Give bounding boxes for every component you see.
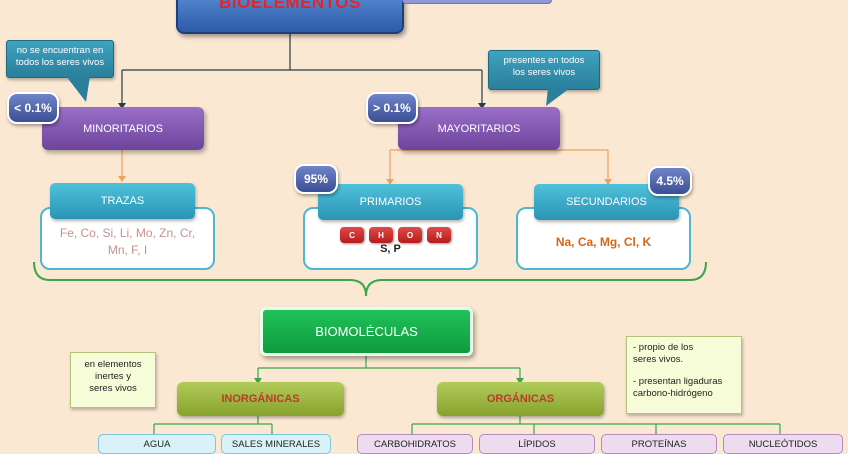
minor-percent-badge: < 0.1% <box>7 92 59 124</box>
inorganicas-note: en elementos inertes y seres vivos <box>70 352 156 408</box>
primarios-extra: S, P <box>380 243 401 255</box>
element-chip-o: O <box>398 227 422 243</box>
secondary-percent-badge: 4.5% <box>648 166 692 196</box>
secundarios-label: SECUNDARIOS <box>566 196 647 208</box>
callout-tail <box>546 88 570 106</box>
agua-label: AGUA <box>143 439 171 450</box>
element-chip-h: H <box>369 227 393 243</box>
sales-minerales-box: SALES MINERALES <box>221 434 331 454</box>
carbohidratos-box: CARBOHIDRATOS <box>357 434 473 454</box>
carbohidratos-label: CARBOHIDRATOS <box>374 439 456 450</box>
inorganicas-box: INORGÁNICAS <box>177 382 344 416</box>
note-line: seres vivos <box>89 383 137 394</box>
callout-line: todos los seres vivos <box>15 57 105 68</box>
nucleotidos-label: NUCLEÓTIDOS <box>748 439 818 450</box>
lipidos-box: LÍPIDOS <box>479 434 595 454</box>
callout-mayoritarios: presentes en todos los seres vivos <box>488 50 600 90</box>
proteinas-label: PROTEÍNAS <box>631 439 687 450</box>
organicas-note: - propio de los seres vivos. - presentan… <box>626 336 742 414</box>
note-line: carbono-hidrógeno <box>633 388 713 399</box>
lipidos-label: LÍPIDOS <box>518 439 556 450</box>
note-line: seres vivos. <box>633 354 684 365</box>
note-spacer <box>633 366 735 376</box>
inorganicas-label: INORGÁNICAS <box>221 393 300 405</box>
top-right-decoration <box>402 0 552 4</box>
note-line: - presentan ligaduras <box>633 376 723 387</box>
mayoritarios-box: MAYORITARIOS <box>398 107 560 150</box>
page-title: BIOELEMENTOS <box>219 0 361 12</box>
mayoritarios-label: MAYORITARIOS <box>437 122 521 135</box>
callout-line: los seres vivos <box>512 67 576 78</box>
biomoleculas-box: BIOMOLÉCULAS <box>260 307 473 356</box>
agua-box: AGUA <box>98 434 216 454</box>
note-line: - propio de los <box>633 342 694 353</box>
proteinas-box: PROTEÍNAS <box>601 434 717 454</box>
nucleotidos-box: NUCLEÓTIDOS <box>723 434 843 454</box>
minoritarios-box: MINORITARIOS <box>42 107 204 150</box>
title-box <box>176 0 404 34</box>
organicas-label: ORGÁNICAS <box>486 393 555 405</box>
primary-percent-badge: 95% <box>294 164 338 194</box>
trazas-panel: Fe, Co, Si, Li, Mo, Zn, Cr, Mn, F, I <box>40 207 215 270</box>
minoritarios-label: MINORITARIOS <box>83 122 163 135</box>
trazas-elements-line1: Fe, Co, Si, Li, Mo, Zn, Cr, <box>59 226 196 240</box>
note-line: en elementos <box>84 359 142 370</box>
callout-line: presentes en todos <box>503 55 585 66</box>
sales-minerales-label: SALES MINERALES <box>231 439 321 450</box>
trazas-elements-line2: Mn, F, I <box>107 243 148 257</box>
secundarios-elements: Na, Ca, Mg, Cl, K <box>555 235 652 249</box>
note-line: inertes y <box>95 371 131 382</box>
callout-line: no se encuentran en <box>16 45 104 56</box>
primarios-label: PRIMARIOS <box>359 196 422 208</box>
callout-tail <box>66 76 90 102</box>
callout-minoritarios: no se encuentran en todos los seres vivo… <box>6 40 114 78</box>
secundarios-box: SECUNDARIOS <box>534 184 679 220</box>
biomoleculas-label: BIOMOLÉCULAS <box>315 324 418 339</box>
trazas-box: TRAZAS <box>50 183 195 219</box>
organicas-box: ORGÁNICAS <box>437 382 604 416</box>
trazas-label: TRAZAS <box>100 195 145 207</box>
major-percent-badge: > 0.1% <box>366 92 418 124</box>
element-chip-c: C <box>340 227 364 243</box>
primarios-box: PRIMARIOS <box>318 184 463 220</box>
element-chip-n: N <box>427 227 451 243</box>
